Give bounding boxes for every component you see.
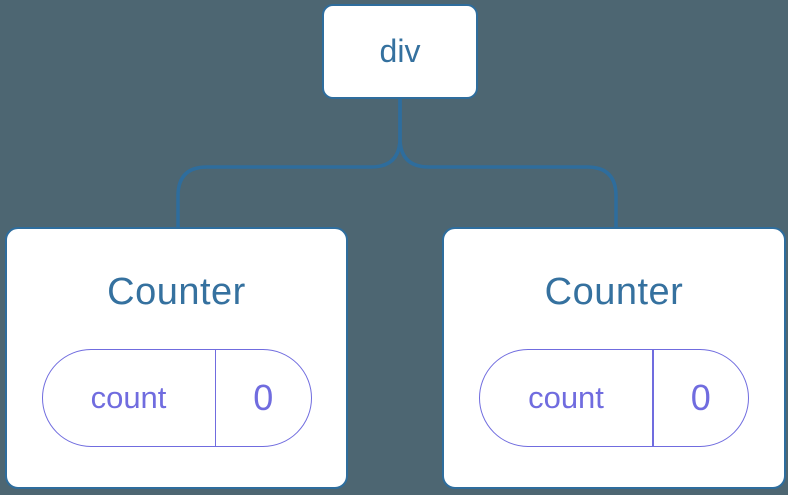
state-pill: count 0	[41, 349, 312, 447]
state-pill-divider	[652, 350, 654, 446]
component-card-counter-right: Counter count 0	[442, 227, 786, 489]
state-pill: count 0	[479, 349, 749, 447]
connector-left-branch	[176, 98, 402, 229]
connector-right-branch	[398, 98, 618, 229]
state-value-label: 0	[690, 377, 711, 418]
component-title: Counter	[544, 271, 684, 313]
root-node-label: div	[379, 33, 421, 69]
state-key-label: count	[90, 380, 167, 415]
state-value-label: 0	[253, 377, 274, 418]
component-title: Counter	[107, 271, 246, 313]
component-card-counter-left: Counter count 0	[5, 227, 348, 489]
root-node-div: div	[322, 4, 478, 99]
state-pill-divider	[214, 350, 216, 446]
state-key-label: count	[528, 380, 604, 415]
